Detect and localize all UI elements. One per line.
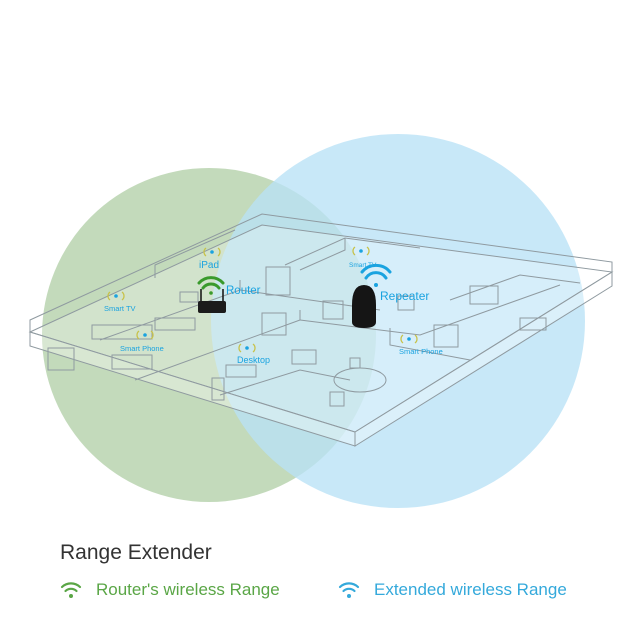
signal-icon — [238, 343, 256, 353]
client-devices: iPad Smart TV Smart Phone Desktop — [104, 246, 443, 365]
legend-label: Router's wireless Range — [96, 580, 280, 599]
repeater-wifi-icon — [360, 263, 392, 287]
signal-icon — [107, 291, 125, 301]
router-device — [197, 276, 226, 313]
diagram-title: Range Extender — [60, 541, 212, 564]
client-label: Desktop — [237, 355, 270, 365]
client-label: Smart TV — [104, 304, 136, 313]
signal-icon — [136, 330, 154, 340]
legend-label: Extended wireless Range — [374, 580, 567, 599]
client-label: Smart TV — [349, 262, 377, 269]
wifi-icon — [338, 582, 360, 598]
smart-phone-client-right: Smart Phone — [399, 334, 443, 356]
extended-range-circle — [211, 134, 585, 508]
ipad-client: iPad — [199, 247, 221, 271]
smart-tv-client-right: Smart TV — [349, 246, 377, 269]
repeater-label: Repeater — [380, 289, 429, 303]
client-label: Smart Phone — [120, 344, 164, 353]
smart-phone-client-left: Smart Phone — [120, 330, 164, 353]
wifi-icon — [60, 582, 82, 598]
signal-icon — [400, 334, 418, 344]
repeater-device — [352, 263, 392, 328]
smart-tv-client-left: Smart TV — [104, 291, 136, 313]
client-label: Smart Phone — [399, 347, 443, 356]
floor-plan — [28, 213, 614, 447]
desktop-client: Desktop — [237, 343, 270, 365]
client-label: iPad — [199, 260, 219, 271]
router-wifi-icon — [197, 276, 225, 295]
legend-router-range: Router's wireless Range — [60, 580, 280, 600]
router-label: Router — [226, 285, 261, 297]
signal-icon — [203, 247, 221, 257]
signal-icon — [352, 246, 370, 256]
legend-extended-range: Extended wireless Range — [338, 580, 567, 600]
